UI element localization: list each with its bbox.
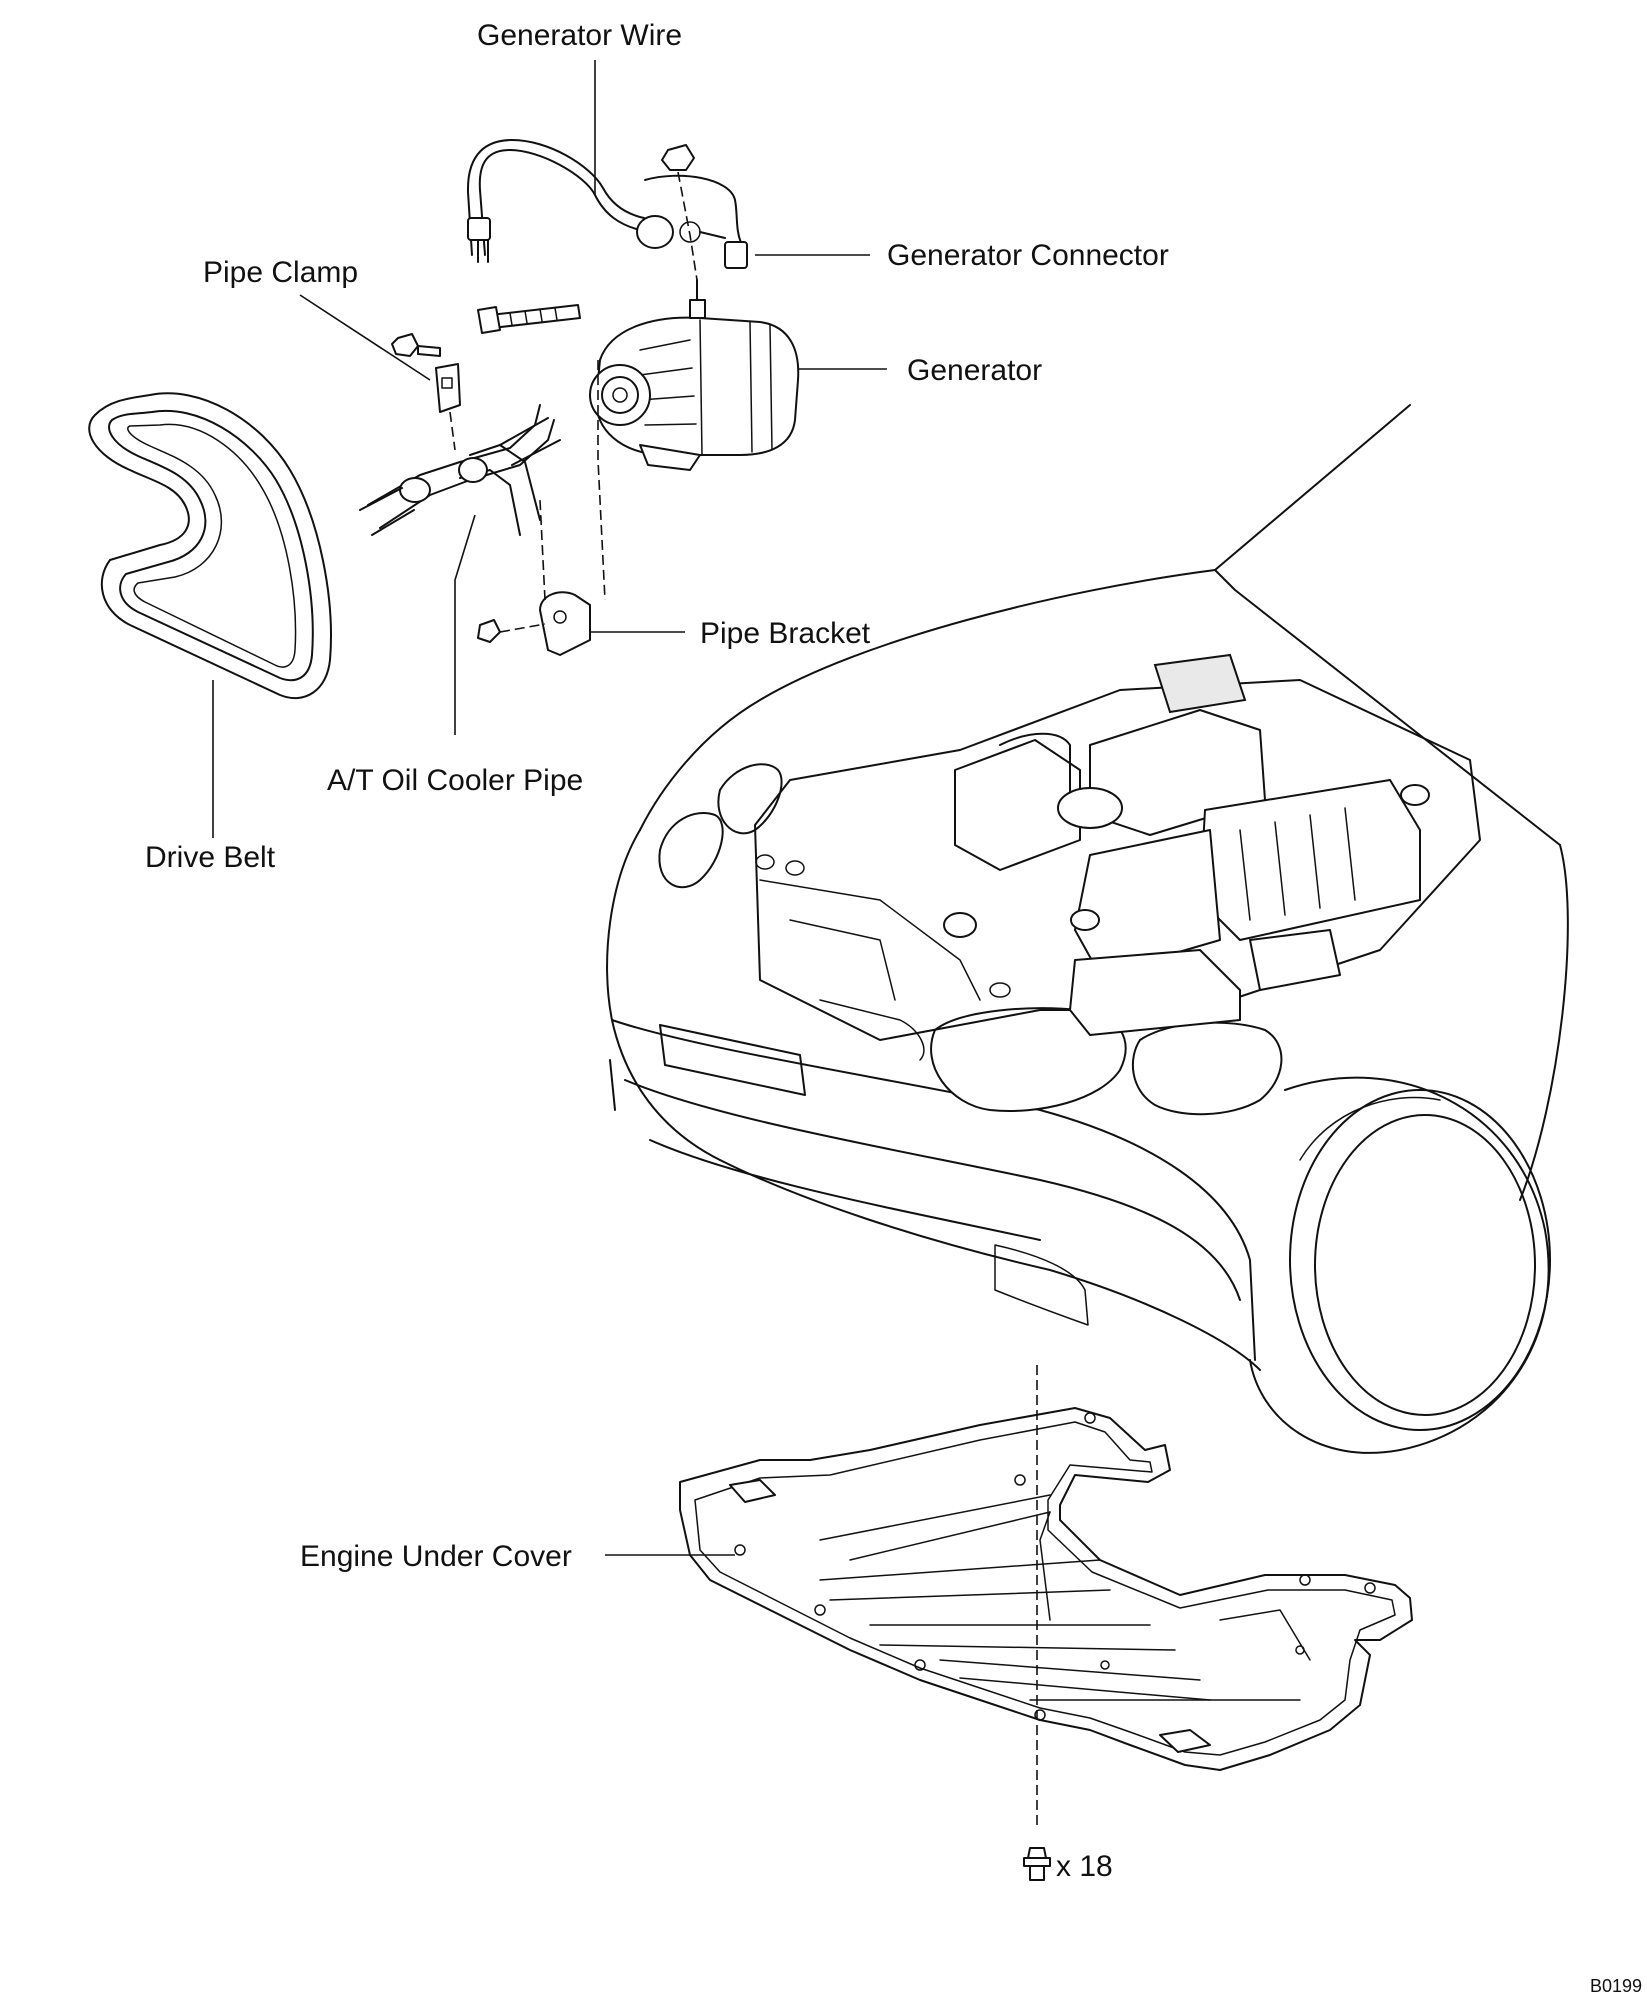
generator-drawing — [589, 279, 800, 471]
label-pipe-bracket: Pipe Bracket — [700, 617, 871, 650]
engine-under-cover-drawing — [679, 1407, 1413, 1771]
generator-wire-drawing — [466, 139, 748, 269]
label-engine-under-cover: Engine Under Cover — [300, 1540, 572, 1573]
generator-bolt-drawing — [477, 304, 581, 334]
drive-belt-drawing — [88, 392, 332, 700]
bolt-icon — [1023, 1847, 1051, 1881]
label-drive-belt: Drive Belt — [145, 841, 276, 874]
vehicle-front-drawing — [606, 404, 1569, 1454]
label-generator-wire: Generator Wire — [477, 19, 682, 52]
pipe-clamp-drawing — [391, 333, 461, 451]
label-oil-cooler-pipe: A/T Oil Cooler Pipe — [327, 764, 583, 797]
figure-code: B0199 — [1590, 1976, 1642, 1996]
pipe-bracket-drawing — [477, 499, 591, 656]
oil-cooler-pipe-drawing — [359, 404, 561, 536]
label-generator-connector: Generator Connector — [887, 239, 1169, 272]
terminal-nut-drawing — [661, 144, 695, 171]
label-generator: Generator — [907, 354, 1042, 387]
label-pipe-clamp: Pipe Clamp — [203, 256, 358, 289]
label-bolt-count: x 18 — [1056, 1850, 1113, 1883]
